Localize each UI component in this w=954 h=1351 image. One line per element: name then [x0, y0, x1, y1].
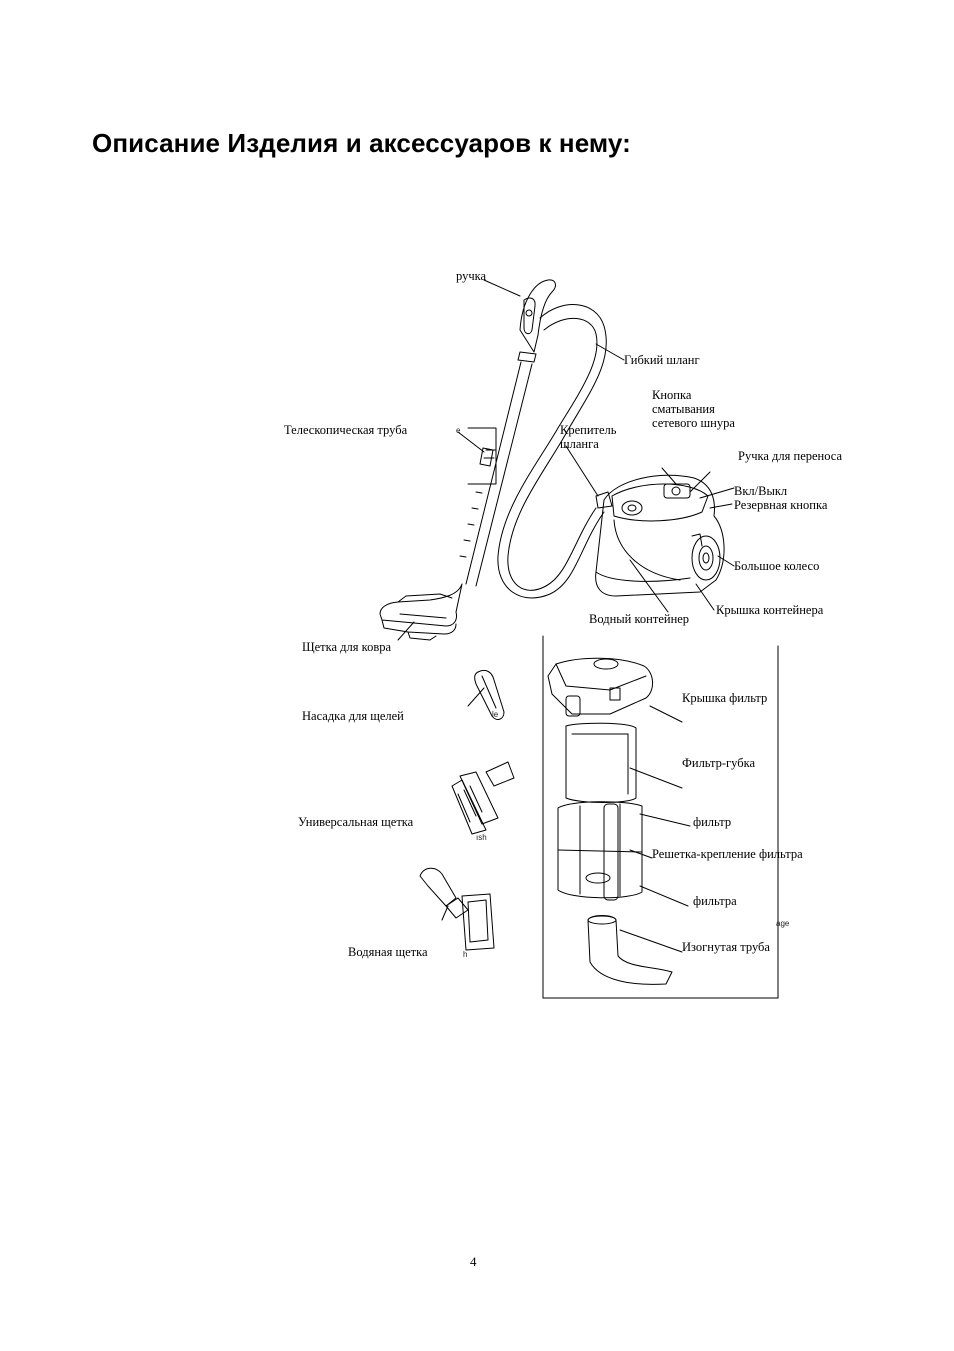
label-telescopic-tube: Телескопическая труба [284, 423, 408, 437]
label-hose-connector-2: шланга [560, 437, 599, 451]
vacuum-body-drawing [595, 467, 735, 613]
label-cord-rewind-3: сетевого шнура [652, 416, 735, 430]
label-sponge-filter: Фильтр-губка [682, 756, 756, 770]
label-water-container: Водный контейнер [589, 612, 690, 626]
fragment-text: ısh [476, 833, 487, 842]
label-reserve-button: Резервная кнопка [734, 498, 828, 512]
label-cord-rewind-2: сматывания [652, 402, 715, 416]
label-water-brush: Водяная щетка [348, 945, 428, 959]
page-number: 4 [470, 1254, 477, 1269]
fragment-text: age [776, 919, 790, 928]
label-hose-connector-1: Крепитель [560, 423, 617, 437]
label-filter-grid: Решетка-крепление фильтра [652, 847, 803, 861]
flexible-hose-drawing [497, 304, 625, 599]
page-title: Описание Изделия и аксессуаров к нему: [92, 128, 631, 158]
accessories-drawing [419, 669, 515, 951]
handle-and-tube-drawing [379, 279, 556, 641]
label-container-cover: Крышка контейнера [716, 603, 824, 617]
fragment-text: le [492, 710, 499, 719]
label-crevice-nozzle: Насадка для щелей [302, 709, 404, 723]
label-cord-rewind-1: Кнопка [652, 388, 692, 402]
fragment-text: h [463, 950, 468, 959]
filter-assembly-drawing [542, 635, 779, 999]
label-bent-tube: Изогнутая труба [682, 940, 770, 954]
fragment-text: e [456, 426, 461, 435]
label-filter-cover: Крышка фильтр [682, 691, 768, 705]
label-flexible-hose: Гибкий шланг [624, 353, 700, 367]
label-universal-brush: Универсальная щетка [298, 815, 414, 829]
label-filter: фильтр [693, 815, 732, 829]
label-handle: ручка [456, 269, 487, 283]
label-big-wheel: Большое колесо [734, 559, 820, 573]
label-carry-handle: Ручка для переноса [738, 449, 843, 463]
label-carpet-brush: Щетка для ковра [302, 640, 392, 654]
label-filter-2: фильтра [693, 894, 737, 908]
label-power-switch: Вкл/Выкл [734, 484, 788, 498]
